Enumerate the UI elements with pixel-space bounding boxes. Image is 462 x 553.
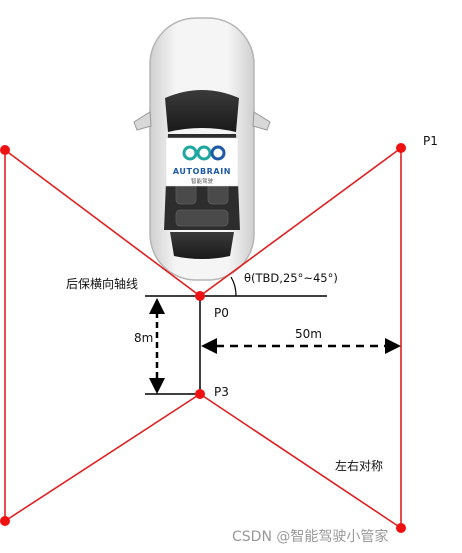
p1-label: P1 [423, 134, 438, 148]
p3-label: P3 [214, 385, 229, 399]
rear-axis-label: 后保横向轴线 [66, 276, 138, 291]
dist-50m-label: 50m [295, 327, 322, 341]
point-lower-left [0, 516, 10, 526]
points [0, 143, 406, 533]
point-p0 [195, 291, 205, 301]
region-boundary [4, 147, 402, 529]
point-upper-left [0, 145, 10, 155]
dimension-8m [149, 298, 165, 394]
logo-text: AUTOBRAIN [173, 167, 231, 176]
labels: 后保横向轴线 θ(TBD,25°~45°) P0 P1 P3 8m 50m 左右… [66, 134, 438, 545]
dist-8m-label: 8m [134, 331, 153, 345]
autobrain-logo-icon [182, 145, 226, 161]
car-top-view: AUTOBRAIN 智能驾驶 [133, 17, 271, 281]
boundary-line-p0-upper-left [4, 149, 201, 297]
arrow-left-icon [201, 338, 217, 354]
p0-label: P0 [214, 306, 229, 320]
dimension-50m [201, 338, 401, 354]
boundary-line-p0-p1 [199, 147, 402, 297]
side-mirror-left [133, 111, 152, 131]
point-p3 [195, 389, 205, 399]
angle-label: θ(TBD,25°~45°) [244, 271, 338, 285]
seats [175, 181, 229, 227]
windshield [165, 90, 239, 132]
arrow-right-icon [385, 338, 401, 354]
boundary-line-p3-lower-right [199, 393, 402, 529]
point-p1 [396, 143, 406, 153]
watermark: CSDN @智能驾驶小管家 [232, 528, 388, 545]
logo-subtext: 智能驾驶 [191, 177, 214, 185]
symmetric-label: 左右对称 [335, 458, 383, 473]
side-mirror-right [252, 111, 271, 131]
boundary-line-p3-lower-left [4, 393, 201, 522]
arrow-up-icon [149, 298, 165, 314]
arrow-down-icon [149, 378, 165, 394]
angle-arc [230, 276, 237, 297]
rear-window [170, 232, 234, 259]
point-lower-right [396, 523, 406, 533]
reference-geometry [145, 276, 327, 395]
